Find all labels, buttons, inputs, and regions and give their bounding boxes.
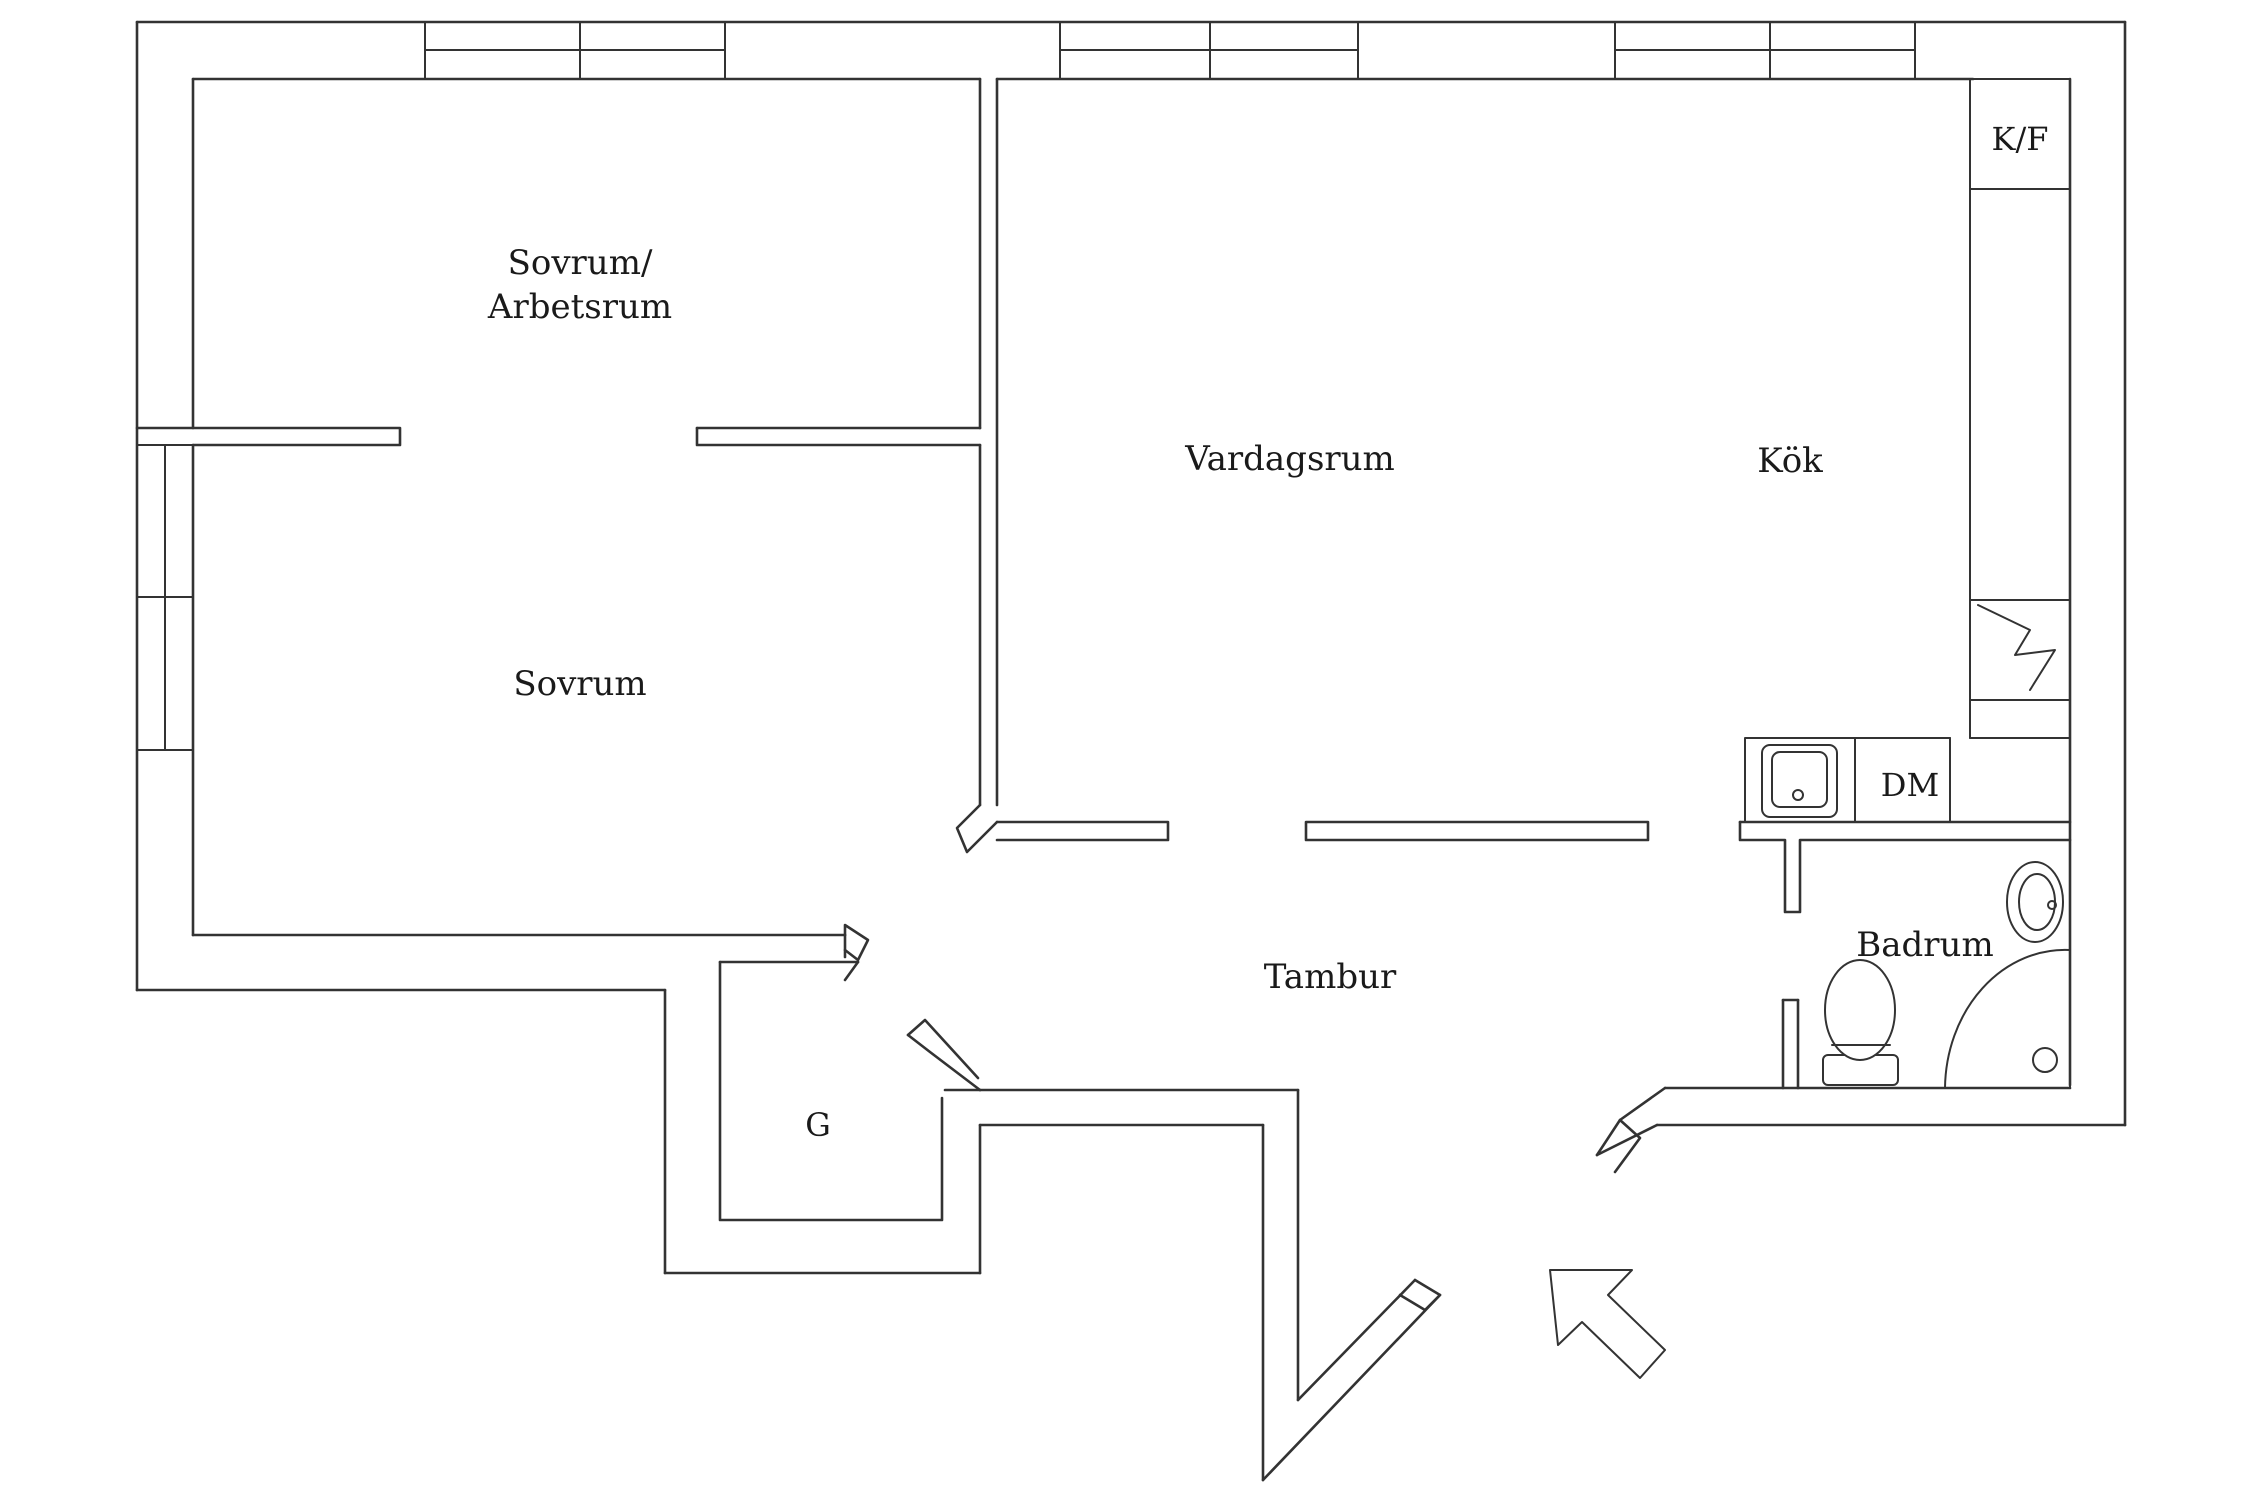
label-bedroom-study-line1: Sovrum/ — [508, 243, 653, 283]
label-wardrobe: G — [805, 1106, 831, 1144]
shower-arc-icon — [1944, 948, 2071, 1089]
label-kitchen: Kök — [1757, 441, 1823, 481]
outer-walls — [135, 20, 2127, 1482]
interior-walls — [135, 77, 2072, 1222]
kitchen-sink-icon — [1761, 744, 1838, 818]
label-bedroom-study-line2: Arbetsrum — [487, 287, 672, 327]
bathroom-fixtures — [1822, 861, 2071, 1089]
windows — [136, 21, 1916, 751]
toilet-icon — [1822, 959, 1899, 1086]
kitchen-cabinets — [1744, 78, 2071, 823]
label-living-room: Vardagsrum — [1184, 439, 1395, 479]
label-fridge-freezer: K/F — [1992, 120, 2049, 158]
washbasin-icon — [2006, 861, 2064, 943]
chimney-icon — [1977, 604, 2056, 691]
label-bathroom: Badrum — [1856, 925, 1993, 965]
room-labels: Sovrum/ Arbetsrum Sovrum Vardagsrum Kök … — [487, 120, 2049, 1144]
label-dishwasher: DM — [1881, 766, 1939, 804]
label-bedroom: Sovrum — [513, 664, 646, 704]
label-hallway: Tambur — [1264, 957, 1397, 997]
entrance-arrow-icon — [1549, 1269, 1666, 1379]
floor-drain-icon — [2032, 1047, 2058, 1073]
